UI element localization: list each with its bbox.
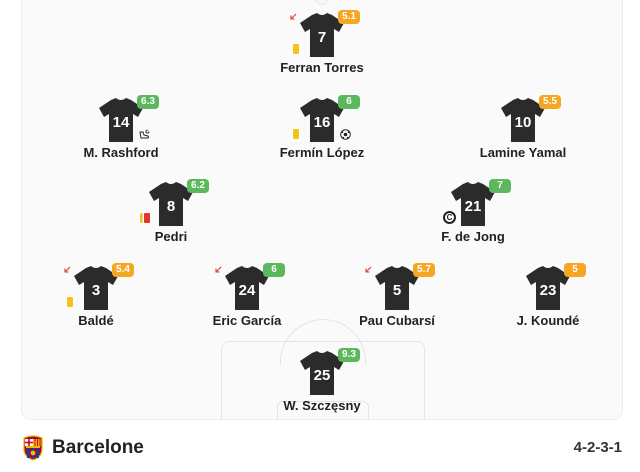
jersey-icon xyxy=(97,97,145,143)
jersey-number: 7 xyxy=(317,29,327,46)
pitch xyxy=(21,0,623,420)
substitution-out-icon xyxy=(290,13,297,20)
jersey-icon xyxy=(373,265,421,311)
player-name[interactable]: Fermín López xyxy=(279,145,365,160)
captain-badge-icon: C xyxy=(443,211,456,224)
rating-badge: 5.4 xyxy=(112,263,134,277)
player-kounde[interactable]: 23 5 J. Koundé xyxy=(478,263,618,341)
goal-ball-icon xyxy=(340,129,351,140)
yellow-card-icon xyxy=(67,297,73,307)
rating-badge: 7 xyxy=(489,179,511,193)
player-dejong[interactable]: 21 7 F. de Jong C xyxy=(403,179,543,257)
substitution-out-icon xyxy=(64,266,71,273)
player-name[interactable]: M. Rashford xyxy=(83,145,159,160)
rating-badge: 5.1 xyxy=(338,10,360,24)
jersey-number: 3 xyxy=(91,282,101,299)
jersey-number: 5 xyxy=(392,282,402,299)
rating-badge: 9.3 xyxy=(338,348,360,362)
yellow-card-icon xyxy=(140,213,146,223)
player-rashford[interactable]: 14 6.3 M. Rashford xyxy=(51,95,191,173)
barcelona-crest-icon xyxy=(23,435,43,461)
player-name[interactable]: Lamine Yamal xyxy=(479,145,567,160)
jersey-icon xyxy=(499,97,547,143)
jersey-icon xyxy=(298,12,346,58)
jersey-number: 8 xyxy=(166,198,176,215)
substitution-out-icon xyxy=(215,266,222,273)
jersey-icon xyxy=(298,97,346,143)
player-name[interactable]: J. Koundé xyxy=(516,313,580,328)
jersey-icon xyxy=(524,265,572,311)
jersey-icon xyxy=(223,265,271,311)
team-footer: Barcelone 4-2-3-1 xyxy=(0,428,640,468)
jersey-icon xyxy=(298,350,346,396)
rating-badge: 5 xyxy=(564,263,586,277)
jersey-number: 14 xyxy=(112,114,130,131)
rating-badge: 6 xyxy=(338,95,360,109)
player-name[interactable]: Baldé xyxy=(78,313,114,328)
rating-badge: 6.3 xyxy=(137,95,159,109)
formation-label: 4-2-3-1 xyxy=(573,439,622,456)
player-name[interactable]: Ferran Torres xyxy=(280,60,364,75)
goal-box xyxy=(277,401,369,419)
jersey-number: 10 xyxy=(514,114,532,131)
penalty-box xyxy=(221,341,425,419)
player-name[interactable]: W. Szczęsny xyxy=(283,398,361,413)
jersey-icon xyxy=(449,181,497,227)
player-name[interactable]: Pedri xyxy=(154,229,188,244)
center-spot xyxy=(317,0,327,5)
jersey-number: 21 xyxy=(464,198,482,215)
jersey-number: 25 xyxy=(313,367,331,384)
assist-boot-icon xyxy=(139,129,150,139)
substitution-out-icon xyxy=(365,266,372,273)
player-name[interactable]: Eric García xyxy=(212,313,282,328)
player-name[interactable]: Pau Cubarsí xyxy=(359,313,435,328)
jersey-number: 23 xyxy=(539,282,557,299)
rating-badge: 5.7 xyxy=(413,263,435,277)
team-name[interactable]: Barcelone xyxy=(52,437,144,458)
rating-badge: 6.2 xyxy=(187,179,209,193)
jersey-icon xyxy=(72,265,120,311)
player-name[interactable]: F. de Jong xyxy=(441,229,505,244)
jersey-number: 24 xyxy=(238,282,256,299)
yellow-card-icon xyxy=(293,129,299,139)
jersey-icon xyxy=(147,181,195,227)
rating-badge: 5.5 xyxy=(539,95,561,109)
jersey-number: 16 xyxy=(313,114,331,131)
yellow-card-icon xyxy=(293,44,299,54)
rating-badge: 6 xyxy=(263,263,285,277)
player-szczesny[interactable]: 25 9.3 W. Szczęsny xyxy=(252,348,392,426)
red-card-icon xyxy=(144,213,150,223)
